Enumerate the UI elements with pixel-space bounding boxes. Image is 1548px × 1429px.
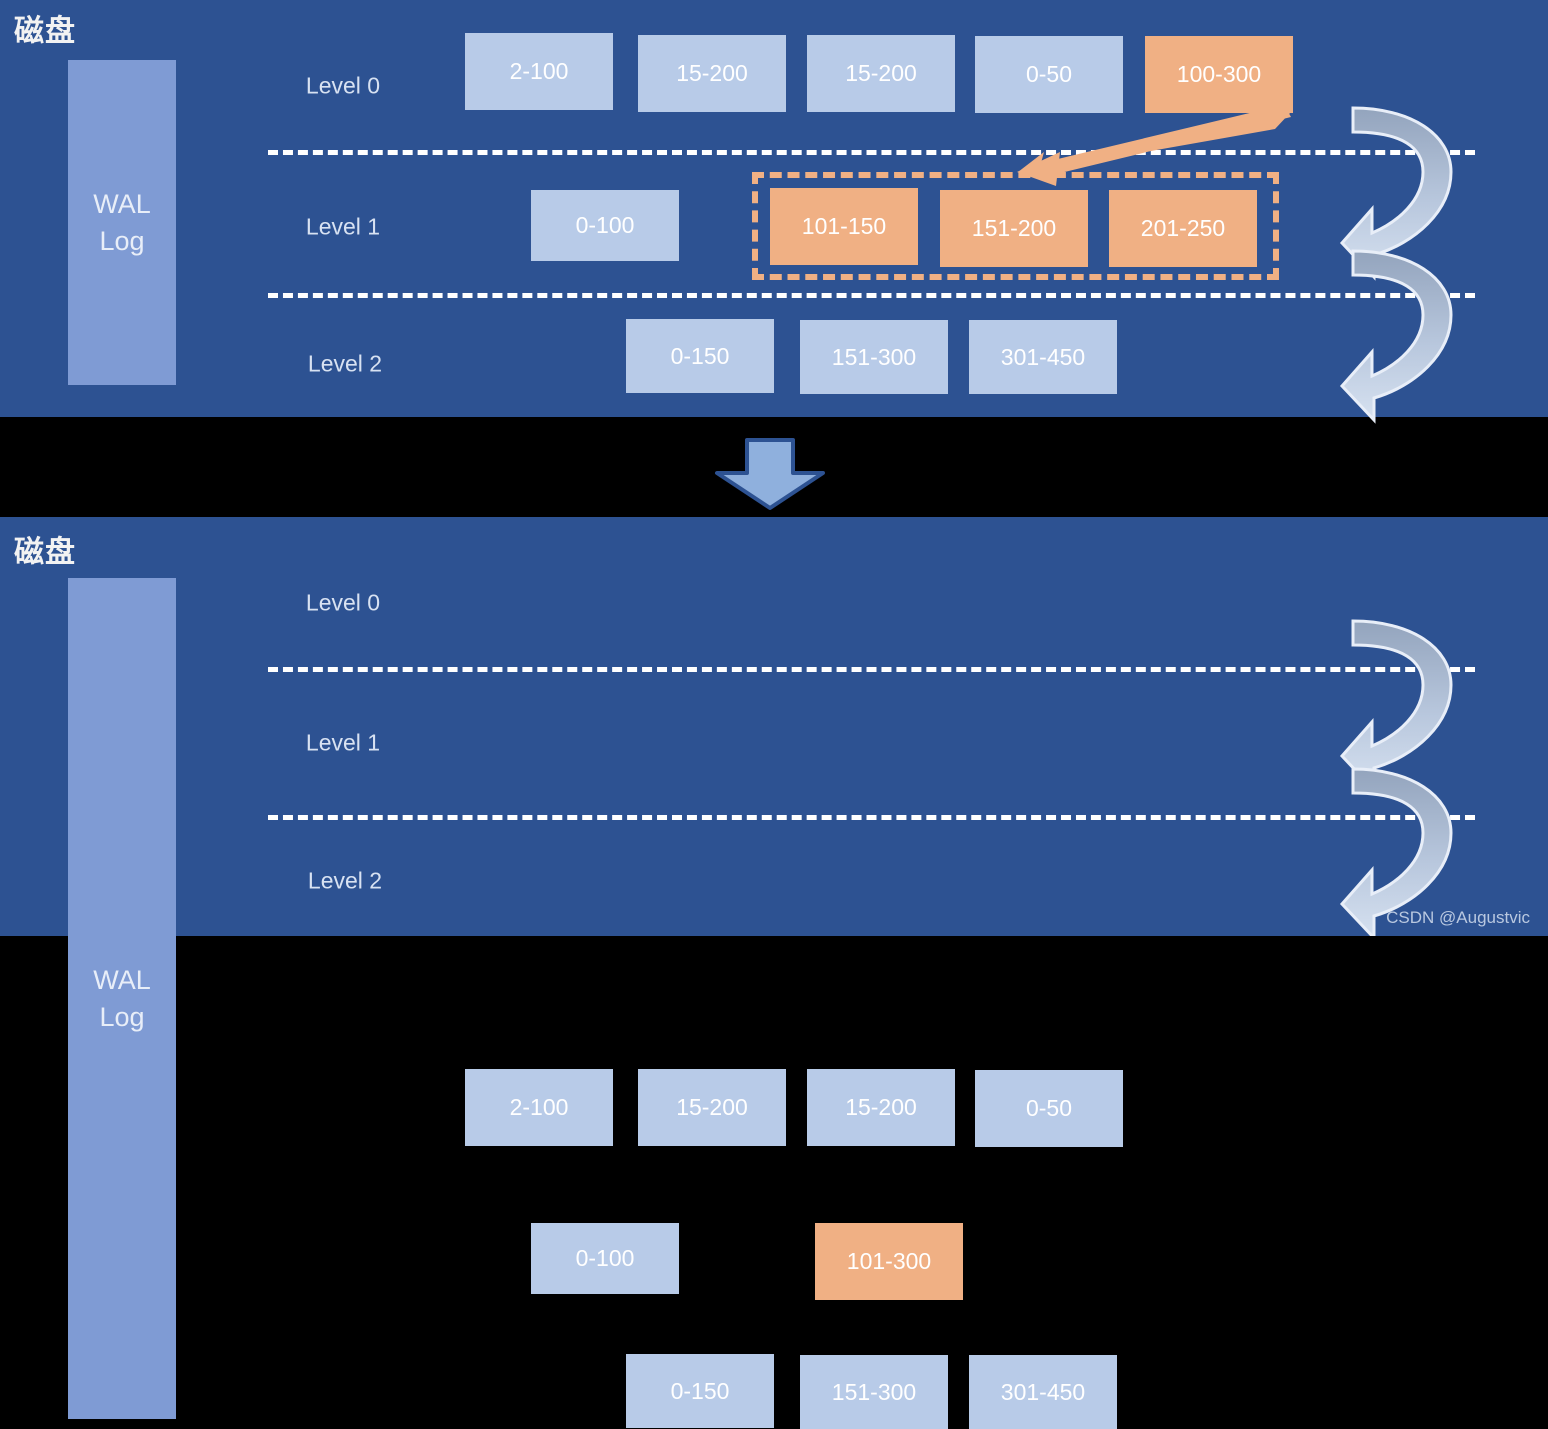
panel-after: 磁盘 WAL Log Level 0 Level 1 Level 2 2-100… [0, 517, 1548, 1429]
sstable-block[interactable]: 0-50 [975, 1070, 1123, 1147]
sstable-block[interactable]: 201-250 [1109, 190, 1257, 267]
wal-line-2: Log [99, 225, 145, 256]
level-label-2-before: Level 2 [307, 350, 383, 377]
panel-before: 磁盘 WAL Log Level 0 Level 1 Level 2 2-100… [0, 0, 1548, 417]
disk-label-after: 磁盘 [14, 535, 76, 570]
selection-box-merge-targets[interactable] [752, 172, 1279, 280]
sstable-block[interactable]: 0-50 [975, 36, 1123, 113]
sstable-block[interactable]: 301-450 [969, 1355, 1117, 1429]
sstable-block[interactable]: 301-450 [969, 320, 1117, 394]
level-label-1-before: Level 1 [305, 213, 381, 240]
disk-label-before: 磁盘 [14, 14, 76, 49]
sstable-block-source[interactable]: 100-300 [1145, 36, 1293, 113]
sstable-block[interactable]: 0-150 [626, 1354, 774, 1428]
level-label-1-after: Level 1 [305, 729, 381, 756]
level-label-0-before: Level 0 [305, 72, 381, 99]
sstable-block[interactable]: 101-150 [770, 188, 918, 265]
sstable-block[interactable]: 15-200 [638, 1069, 786, 1146]
level-label-0-after: Level 0 [305, 589, 381, 616]
level-divider [268, 150, 1475, 155]
sstable-block[interactable]: 2-100 [465, 1069, 613, 1146]
sstable-block[interactable]: 151-200 [940, 190, 1088, 267]
sstable-block[interactable]: 15-200 [807, 35, 955, 112]
sstable-block[interactable]: 151-300 [800, 320, 948, 394]
sstable-block[interactable]: 0-150 [626, 319, 774, 393]
sstable-block[interactable]: 15-200 [638, 35, 786, 112]
sstable-block[interactable]: 0-100 [531, 1223, 679, 1294]
sstable-block[interactable]: 151-300 [800, 1355, 948, 1429]
sstable-block-merged[interactable]: 101-300 [815, 1223, 963, 1300]
wal-line-1: WAL [93, 965, 151, 996]
wal-log-block-before: WAL Log [68, 60, 176, 385]
wal-log-block-after: WAL Log [68, 578, 176, 1419]
level-divider [268, 815, 1475, 820]
wal-line-1: WAL [93, 189, 151, 220]
level-label-2-after: Level 2 [307, 867, 383, 894]
sstable-block[interactable]: 2-100 [465, 33, 613, 110]
wal-line-2: Log [99, 1001, 145, 1032]
sstable-block[interactable]: 0-100 [531, 190, 679, 261]
transition-band [0, 417, 1548, 517]
level-divider [268, 667, 1475, 672]
level-divider [268, 293, 1475, 298]
sstable-block[interactable]: 15-200 [807, 1069, 955, 1146]
watermark-text: CSDN @Augustvic [1386, 908, 1530, 927]
